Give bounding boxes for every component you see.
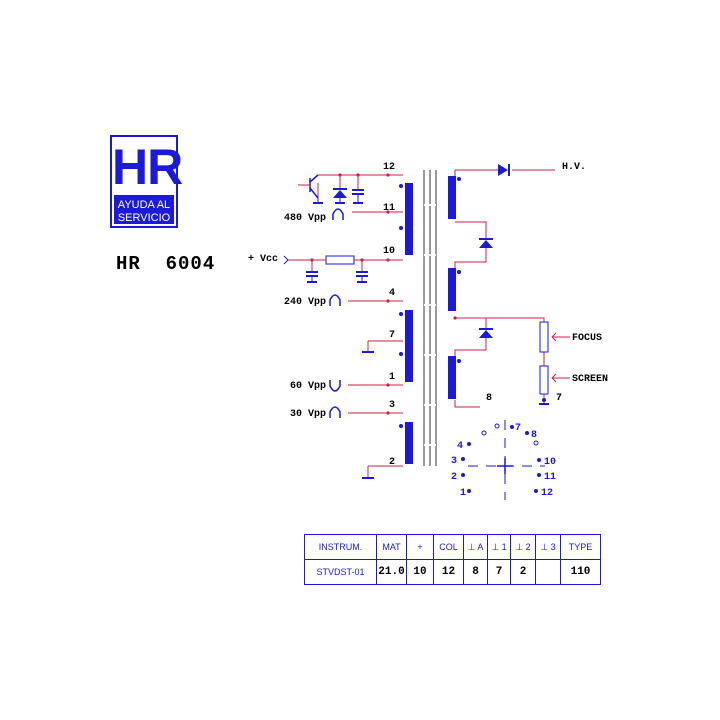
spec-value-cell: 12: [433, 559, 464, 585]
spec-header-cell: ⊥ 2: [510, 534, 536, 560]
spec-value-cell: STVDST-01: [304, 559, 377, 585]
pin-8-label: 8: [486, 393, 492, 404]
spec-header-cell: MAT: [376, 534, 407, 560]
spec-header-cell: COL: [433, 534, 464, 560]
logo-line-1: AYUDA AL: [117, 199, 171, 211]
pin-10-label: 10: [383, 246, 395, 257]
spec-header-cell: ⊥ 3: [535, 534, 561, 560]
spec-header-cell: +: [406, 534, 434, 560]
label-60-vpp: 60 Vpp: [290, 381, 326, 392]
spec-value-cell: 10: [406, 559, 434, 585]
pin-4-label: 4: [389, 288, 395, 299]
spec-header-row: INSTRUM. MAT + COL ⊥ A ⊥ 1 ⊥ 2 ⊥ 3 TYPE: [304, 534, 601, 560]
logo-line-2: SERVICIO: [117, 212, 171, 224]
spec-header-cell: ⊥ 1: [487, 534, 511, 560]
pinout-7: 7: [515, 423, 521, 434]
pin-2-label: 2: [389, 457, 395, 468]
pinout-4: 4: [457, 441, 463, 452]
pin-7-label: 7: [389, 330, 395, 341]
pinout-11: 11: [544, 472, 556, 483]
spec-header-cell: INSTRUM.: [304, 534, 377, 560]
spec-header-cell: ⊥ A: [463, 534, 488, 560]
spec-value-cell: 110: [560, 559, 601, 585]
pinout-1: 1: [460, 488, 466, 499]
model-title: HR 6004: [116, 253, 216, 275]
spec-value-cell: 8: [463, 559, 488, 585]
pinout-8: 8: [531, 430, 537, 441]
pin-12-label: 12: [383, 162, 395, 173]
label-focus: FOCUS: [572, 333, 602, 344]
screen-pin-7-label: 7: [556, 393, 562, 404]
spec-table: INSTRUM. MAT + COL ⊥ A ⊥ 1 ⊥ 2 ⊥ 3 TYPE …: [304, 534, 601, 585]
pinout-12: 12: [541, 488, 553, 499]
spec-value-cell: [535, 559, 561, 585]
pin-11-label: 11: [383, 203, 395, 214]
hr-logo: HR AYUDA AL SERVICIO: [110, 135, 183, 228]
spec-value-cell: 2: [510, 559, 536, 585]
pinout-2: 2: [451, 472, 457, 483]
label-screen: SCREEN: [572, 374, 608, 385]
spec-value-cell: 7: [487, 559, 511, 585]
spec-value-row: STVDST-01 21.0 10 12 8 7 2 110: [304, 559, 601, 585]
logo-caption: AYUDA AL SERVICIO: [114, 195, 174, 224]
pinout-3: 3: [451, 456, 457, 467]
pinout-10: 10: [544, 457, 556, 468]
pin-1-label: 1: [389, 372, 395, 383]
label-30-vpp: 30 Vpp: [290, 409, 326, 420]
spec-value-cell: 21.0: [376, 559, 407, 585]
label-240-vpp: 240 Vpp: [284, 297, 326, 308]
label-vcc: + Vcc: [248, 254, 278, 265]
logo-mark: HR: [112, 139, 183, 195]
label-480-vpp: 480 Vpp: [284, 213, 326, 224]
pin-3-label: 3: [389, 400, 395, 411]
label-hv: H.V.: [562, 162, 586, 173]
spec-header-cell: TYPE: [560, 534, 601, 560]
